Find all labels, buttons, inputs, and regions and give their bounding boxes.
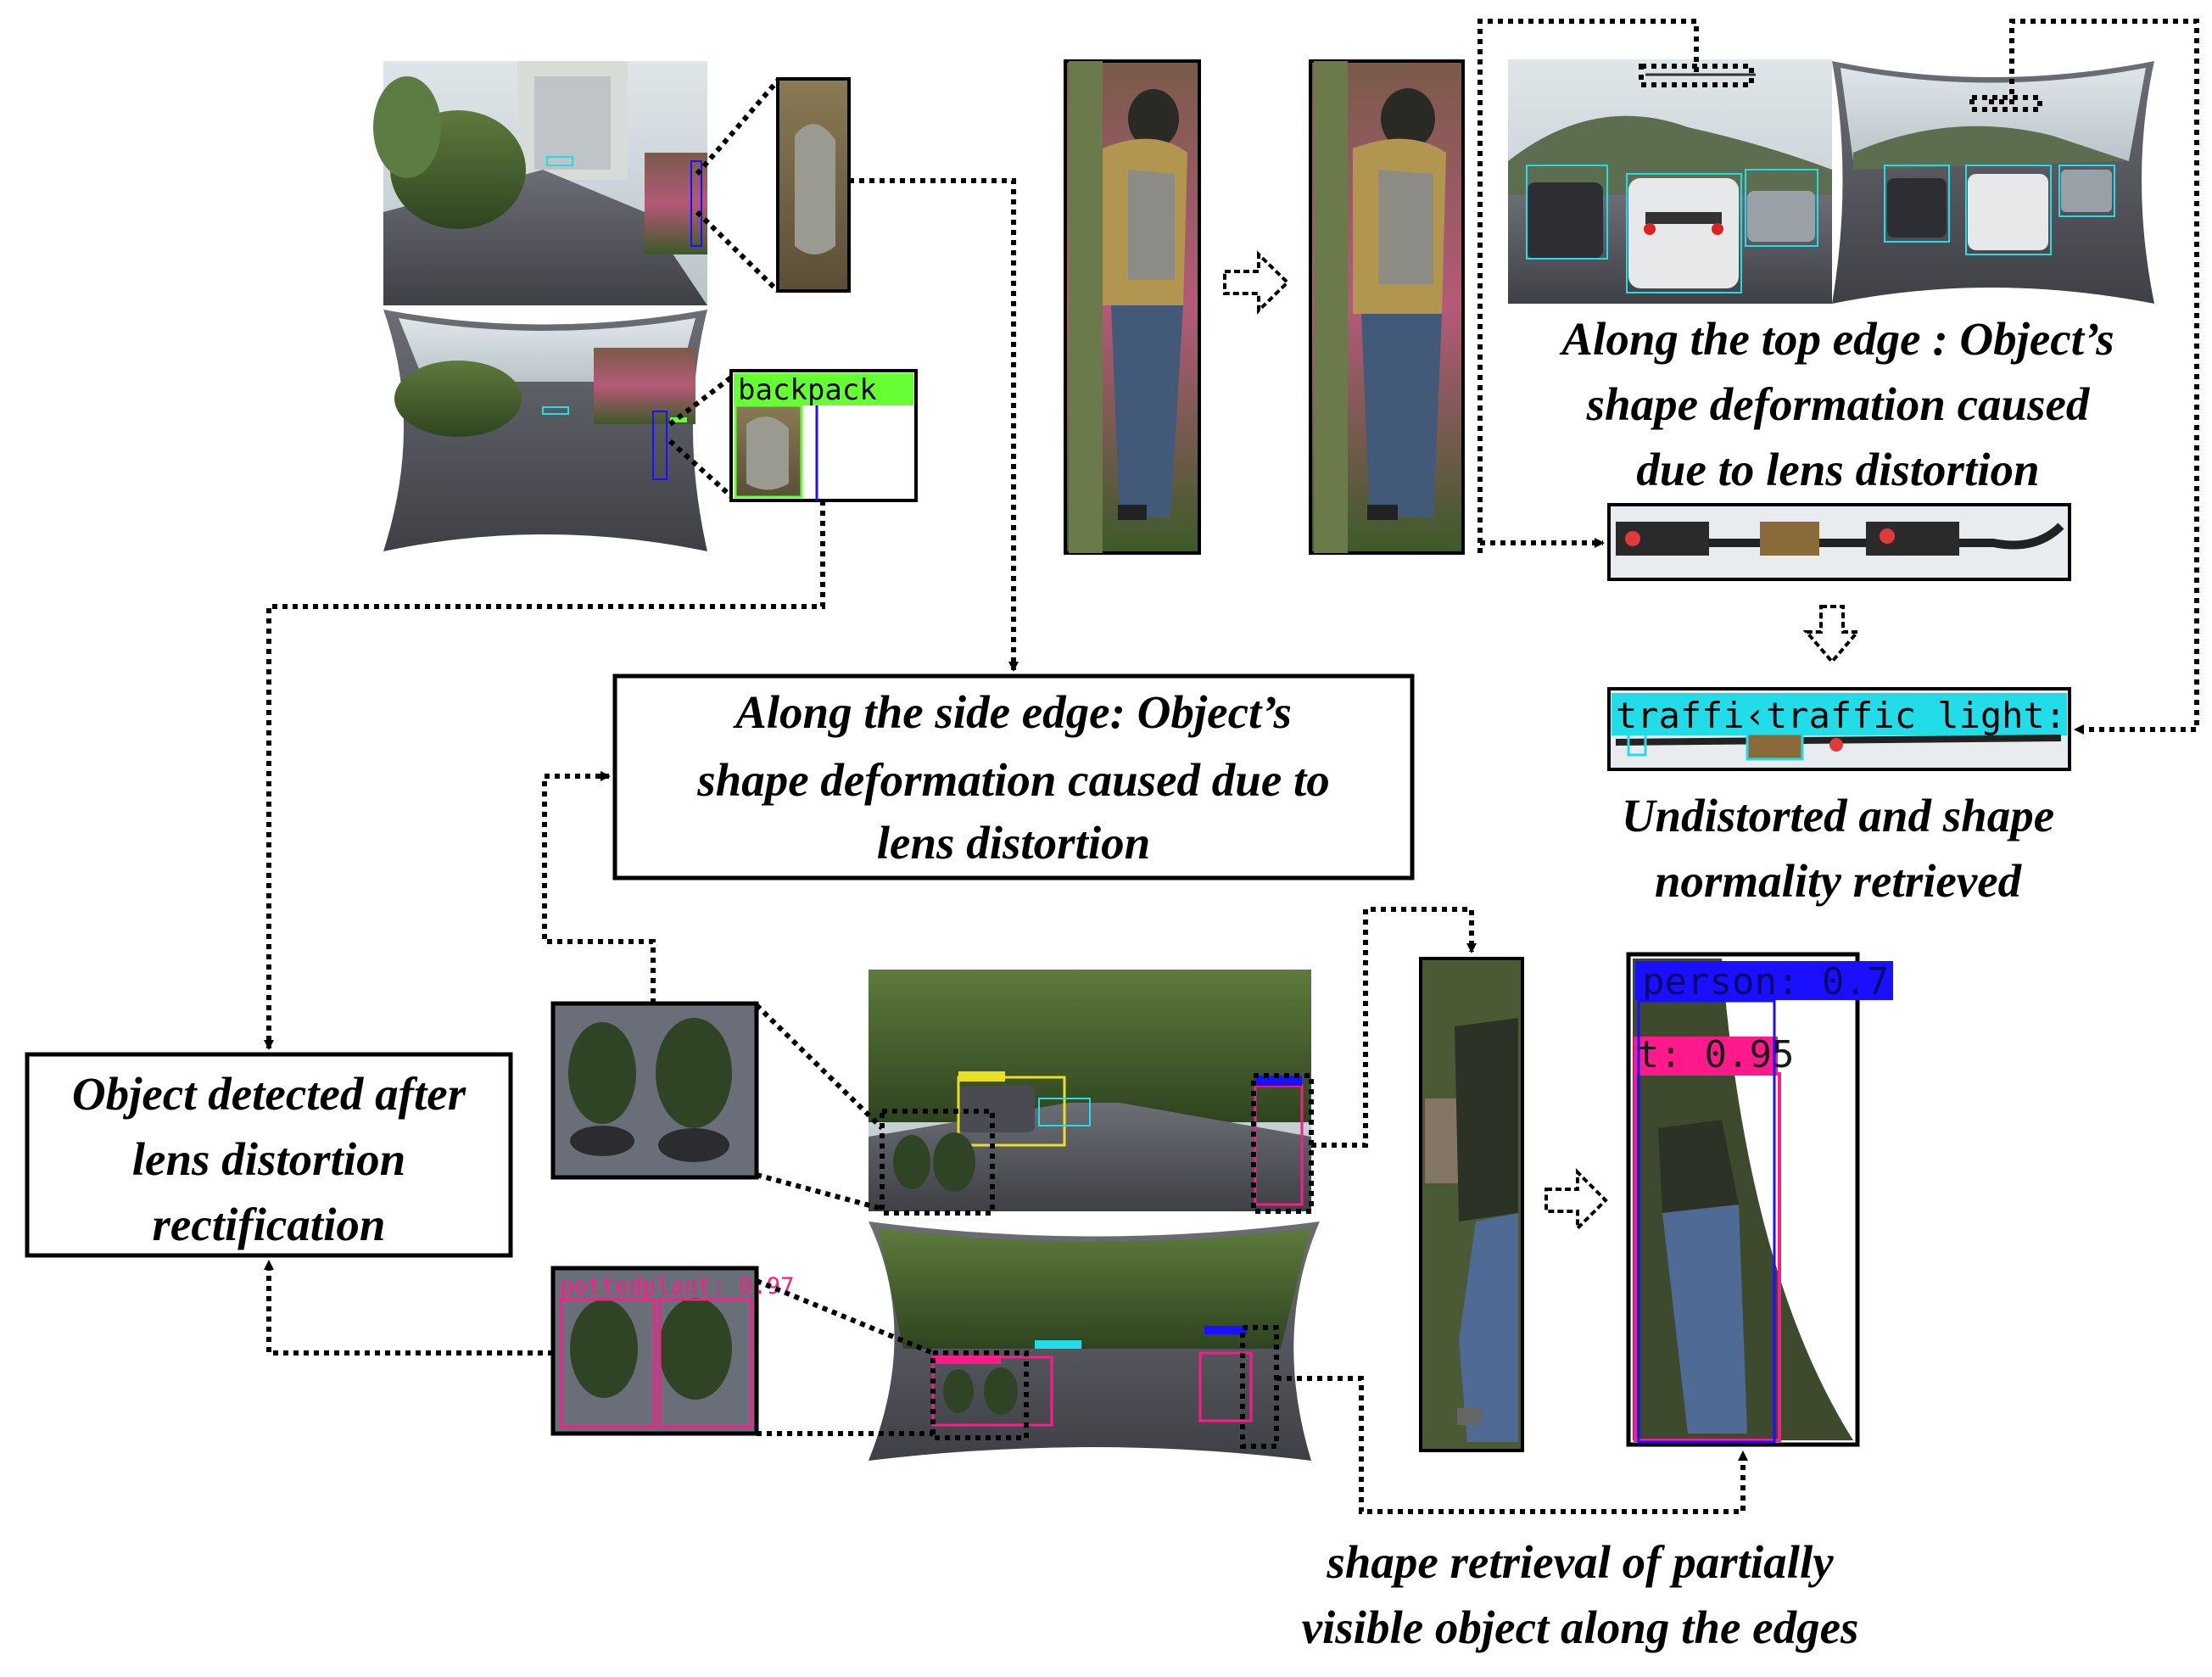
undistorted-caption-line: Undistorted and shape (1622, 790, 2054, 841)
side-edge-caption-line: shape deformation caused due to (696, 754, 1330, 806)
detected-caption-line: Object detected after (72, 1068, 466, 1120)
partial-person-crop-detected: person: 0.7 t: 0.95 (1626, 952, 1893, 1447)
pedestrian-crop-distorted (1064, 59, 1201, 555)
sidewalk-scene-original (373, 61, 707, 305)
partial-caption-line: visible object along the edges (1302, 1602, 1859, 1653)
backpack-crop-original (776, 77, 851, 293)
potted-plant-crop-original (550, 1001, 759, 1180)
tree-street-scene-rectified (869, 1221, 1320, 1461)
sidewalk-scene-rectified (383, 310, 707, 551)
backpack-crop-detected: backpack (729, 369, 918, 502)
top-edge-caption-line: shape deformation caused (1586, 378, 2091, 430)
dotted-connectors (264, 19, 2199, 1514)
side-edge-caption-line: lens distortion (877, 817, 1150, 869)
detected-caption-line: rectification (153, 1199, 386, 1250)
potted-plant-label: pottedplant: 0.97 (560, 1273, 794, 1300)
partial-caption: shape retrieval of partially visible obj… (1302, 1536, 1859, 1653)
traffic-light-crop-distorted (1607, 503, 2071, 581)
side-edge-caption-line: Along the side edge: Object’s (733, 686, 1292, 738)
detected-caption-box: Object detected after lens distortion re… (25, 1052, 513, 1258)
traffic-light-crop-detected: traffi‹traffic light: (1607, 687, 2071, 771)
top-edge-caption-line: due to lens distortion (1636, 444, 2039, 495)
detected-caption-line: lens distortion (132, 1133, 405, 1185)
backpack-label: backpack (738, 373, 877, 407)
intersection-scene-rectified (1832, 61, 2154, 304)
pedestrian-crop-rectified (1309, 59, 1465, 555)
tree-street-scene-original (869, 970, 1311, 1211)
traffic-light-label: traffi‹traffic light: (1616, 695, 2066, 736)
partial-person-crop-original (1419, 957, 1524, 1452)
partial-caption-line: shape retrieval of partially (1326, 1536, 1834, 1588)
dashed-hollow-arrow-icon (1223, 250, 1290, 315)
intersection-scene-original (1508, 59, 1832, 304)
potted-plant-crop-detected: pottedplant: 0.97 (550, 1266, 794, 1436)
top-edge-caption: Along the top edge : Object’s shape defo… (1559, 313, 2114, 495)
person-label: person: 0.7 (1642, 960, 1889, 1003)
undistorted-caption: Undistorted and shape normality retrieve… (1622, 790, 2054, 907)
undistorted-caption-line: normality retrieved (1655, 855, 2023, 907)
dashed-hollow-arrow-icon (1802, 605, 1862, 665)
top-edge-caption-line: Along the top edge : Object’s (1559, 313, 2114, 365)
dashed-hollow-arrow-icon (1544, 1168, 1608, 1233)
partial-person-label: t: 0.95 (1637, 1033, 1794, 1076)
side-edge-caption-box: Along the side edge: Object’s shape defo… (612, 674, 1415, 880)
